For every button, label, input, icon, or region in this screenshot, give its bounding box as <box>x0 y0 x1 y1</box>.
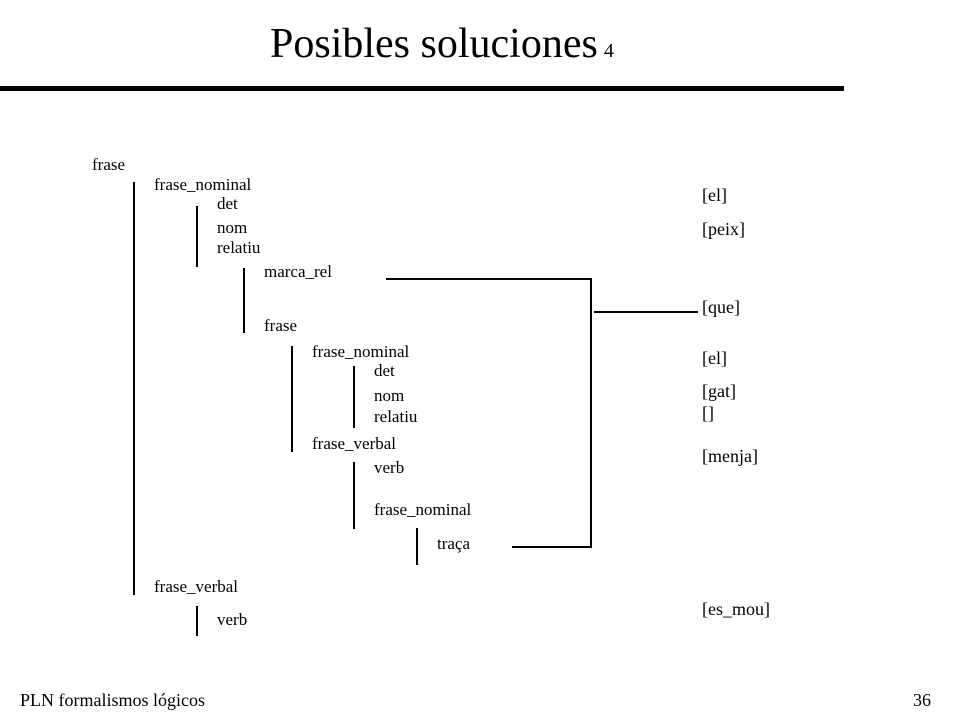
connector-que <box>594 311 698 313</box>
value-gat: [gat] <box>702 381 736 401</box>
tree-bar-frase-verbal-inner <box>353 462 355 529</box>
value-que: [que] <box>702 297 740 317</box>
connector-trace <box>512 546 592 548</box>
node-marca-rel: marca_rel <box>264 262 332 281</box>
value-empty: [] <box>702 403 714 423</box>
value-el: [el] <box>702 185 727 205</box>
tree-bar-frase-nominal-trace <box>416 528 418 565</box>
connector-vertical <box>590 278 592 548</box>
tree-bar-frase-nominal-inner <box>353 366 355 428</box>
connector-marca-rel <box>386 278 592 280</box>
slide-title-number: 4 <box>603 40 614 62</box>
title-rule <box>0 86 844 91</box>
node-frase: frase <box>92 155 126 174</box>
node-det: det <box>217 194 238 213</box>
tree-bar-frase-inner <box>291 346 293 452</box>
footer-course: PLN formalismos lógicos <box>20 690 205 710</box>
node-frase-nominal-trace: frase_nominal <box>374 500 472 519</box>
value-el-inner: [el] <box>702 348 727 368</box>
page-number: 36 <box>913 690 931 710</box>
node-frase-nominal: frase_nominal <box>154 175 252 194</box>
node-relatiu-inner: relatiu <box>374 407 418 426</box>
tree-bar-frase <box>133 182 135 595</box>
value-menja: [menja] <box>702 446 758 466</box>
value-es-mou: [es_mou] <box>702 599 770 619</box>
node-verb-inner: verb <box>374 458 405 477</box>
tree-bar-frase-nominal <box>196 206 198 267</box>
tree-bar-frase-verbal <box>196 606 198 636</box>
node-frase-verbal-inner: frase_verbal <box>312 434 397 453</box>
node-verb: verb <box>217 610 248 629</box>
tree-bar-relatiu <box>243 268 245 333</box>
value-peix: [peix] <box>702 219 745 239</box>
node-nom: nom <box>217 218 248 237</box>
node-frase-inner: frase <box>264 316 298 335</box>
node-relatiu: relatiu <box>217 238 261 257</box>
node-frase-nominal-inner: frase_nominal <box>312 342 410 361</box>
node-frase-verbal: frase_verbal <box>154 577 239 596</box>
node-traca: traça <box>437 534 471 553</box>
node-nom-inner: nom <box>374 386 405 405</box>
slide-title-text: Posibles soluciones <box>270 21 598 67</box>
node-det-inner: det <box>374 361 395 380</box>
